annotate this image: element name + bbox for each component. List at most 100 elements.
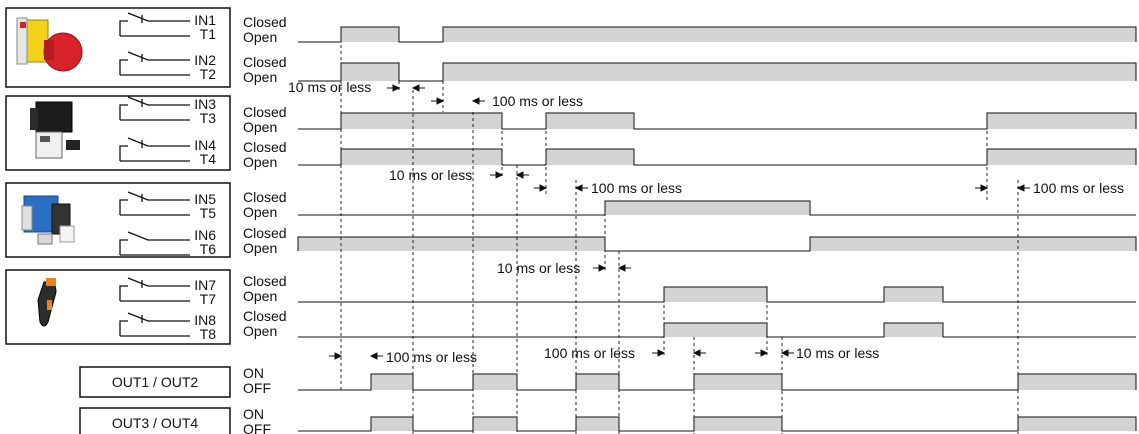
- annotation-100ms-5: 100 ms or less: [544, 345, 635, 361]
- wave-out34-pulse: [576, 417, 619, 431]
- wave-t2-pulse: [443, 63, 1136, 81]
- contact-symbol-8: [119, 312, 190, 337]
- arrow-a7-left-head: [334, 352, 343, 360]
- contact-in2-label: IN2: [194, 52, 216, 68]
- state-open-t7: Open: [243, 288, 277, 304]
- state-labels: Closed Open Closed Open Closed Open Clos…: [243, 14, 287, 434]
- arrow-a8-right-head: [692, 349, 701, 357]
- annotation-100ms-4: 100 ms or less: [386, 349, 477, 365]
- contact-in3-label: IN3: [194, 96, 216, 112]
- selector-switch-icon: [21, 195, 75, 245]
- wave-t3-pulse: [546, 113, 634, 129]
- arrow-a5-left-head: [980, 184, 989, 192]
- contact-symbol-1: [119, 12, 190, 37]
- state-open-t3: Open: [243, 119, 277, 135]
- wave-t8-pulse: [664, 323, 767, 337]
- state-closed-t1: Closed: [243, 14, 287, 30]
- emergency-stop-icon: [16, 17, 83, 72]
- contact-t8-label: T8: [200, 326, 217, 342]
- wave-t1-edge: [298, 26, 1137, 43]
- arrow-a6-left-head: [598, 264, 607, 272]
- wave-t7-pulse: [664, 287, 767, 302]
- annotation-100ms-2: 100 ms or less: [591, 180, 682, 196]
- wave-t4: [298, 148, 1137, 166]
- output-box-out34: [79, 407, 231, 434]
- wave-t6-edge: [297, 236, 1137, 252]
- annotation-10ms-3: 10 ms or less: [497, 260, 580, 276]
- arrow-a1-left-head: [392, 84, 401, 92]
- wave-t4-pulse: [987, 149, 1136, 165]
- wave-out34: [298, 416, 1137, 432]
- enabling-switch-icon: [37, 278, 57, 327]
- state-open-t5: Open: [243, 204, 277, 220]
- wave-out12-pulse: [473, 374, 517, 390]
- wave-t6: [297, 236, 1137, 252]
- annotation-10ms-2: 10 ms or less: [389, 167, 472, 183]
- contact-symbol-4: [119, 137, 190, 162]
- wave-t8-pulse: [884, 323, 943, 337]
- wave-t3-pulse: [341, 113, 502, 129]
- wave-t6-pulse: [810, 237, 1136, 251]
- wave-out34-pulse: [473, 417, 517, 431]
- contact-labels: IN1 T1 IN2 T2 IN3 T3 IN4 T4 IN5 T5 IN6 T…: [194, 12, 216, 342]
- state-off-out34: OFF: [243, 421, 271, 434]
- contact-in7-label: IN7: [194, 277, 216, 293]
- state-closed-t2: Closed: [243, 54, 287, 70]
- arrow-a6-right-head: [617, 264, 626, 272]
- contact-symbols: [119, 12, 190, 337]
- contact-t5-label: T5: [200, 205, 217, 221]
- wave-t4-pulse: [546, 149, 634, 165]
- wave-out12-pulse: [1018, 374, 1136, 390]
- wave-t4-pulse: [341, 149, 502, 165]
- wave-t2-pulse: [341, 63, 399, 81]
- reference-lines: [340, 27, 1019, 434]
- wave-out12-pulse: [576, 374, 619, 390]
- wave-t5-edge: [298, 200, 1136, 216]
- contact-t1-label: T1: [200, 26, 217, 42]
- arrow-a2-left-head: [436, 97, 445, 105]
- state-open-t1: Open: [243, 29, 277, 45]
- state-closed-t8: Closed: [243, 308, 287, 324]
- state-open-t2: Open: [243, 69, 277, 85]
- state-open-t8: Open: [243, 323, 277, 339]
- wave-out34-pulse: [371, 417, 413, 431]
- contact-in8-label: IN8: [194, 312, 216, 328]
- contact-symbol-2: [119, 51, 190, 76]
- wave-t3-pulse: [987, 113, 1136, 129]
- annotation-100ms-1: 100 ms or less: [492, 93, 583, 109]
- arrow-a5-right-head: [1016, 184, 1025, 192]
- arrow-a8-left-head: [657, 349, 666, 357]
- wave-t5: [298, 200, 1136, 216]
- wave-out34-pulse: [1018, 417, 1136, 431]
- waveforms: [297, 26, 1137, 432]
- arrow-a3-left-head: [495, 171, 504, 179]
- annotation-10ms-4: 10 ms or less: [796, 345, 879, 361]
- state-open-t6: Open: [243, 240, 277, 256]
- contact-t3-label: T3: [200, 110, 217, 126]
- contact-t4-label: T4: [200, 151, 217, 167]
- contact-symbol-6: [119, 231, 190, 256]
- wave-t7-pulse: [884, 287, 943, 302]
- contact-in4-label: IN4: [194, 137, 216, 153]
- wave-t1: [298, 26, 1137, 43]
- wave-out34-pulse: [694, 417, 782, 431]
- contact-in5-label: IN5: [194, 191, 216, 207]
- arrow-a9-left-head: [760, 349, 769, 357]
- state-closed-t6: Closed: [243, 225, 287, 241]
- wave-t3: [298, 112, 1137, 130]
- contact-t7-label: T7: [200, 291, 217, 307]
- contact-in6-label: IN6: [194, 227, 216, 243]
- state-open-t4: Open: [243, 154, 277, 170]
- wave-t8: [298, 322, 1136, 338]
- wave-t5-pulse: [605, 201, 810, 215]
- wave-t2: [298, 62, 1137, 82]
- state-closed-t7: Closed: [243, 273, 287, 289]
- wave-out12-pulse: [694, 374, 782, 390]
- contact-symbol-7: [119, 277, 190, 302]
- wave-out12-pulse: [371, 374, 413, 390]
- wave-t7: [298, 286, 1136, 303]
- annotation-10ms-1: 10 ms or less: [288, 79, 371, 95]
- wave-t6-pulse: [298, 237, 605, 251]
- state-closed-t3: Closed: [243, 104, 287, 120]
- arrow-a7-right-head: [369, 352, 378, 360]
